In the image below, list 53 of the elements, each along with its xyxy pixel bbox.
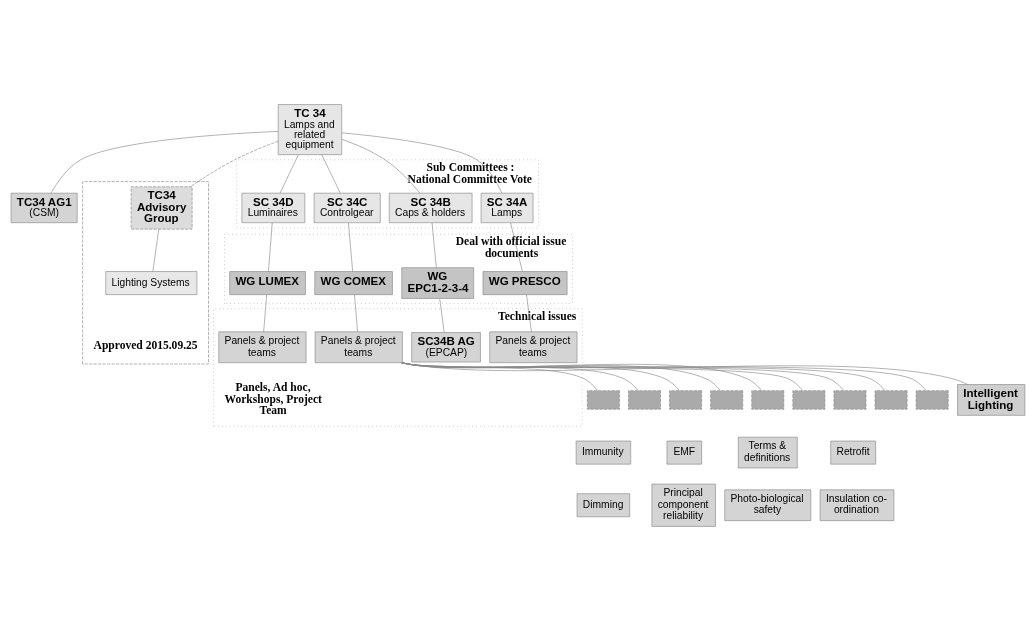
connector	[321, 154, 341, 194]
node-label: Approved 2015.09.25	[93, 339, 198, 352]
node-box: WG EPC1-2-3-4	[401, 267, 474, 299]
connector	[348, 222, 353, 272]
node-box: Panels & project teams	[314, 331, 403, 363]
node-box	[628, 390, 661, 410]
node-box: SC 34D Luminaires	[241, 192, 306, 224]
node-box	[669, 390, 702, 410]
node-box: Terms & definitions	[737, 436, 798, 469]
connector	[510, 222, 523, 272]
node-box: Retrofit	[830, 440, 876, 465]
connector	[401, 362, 968, 385]
connector	[526, 294, 532, 333]
node-box: SC 34A Lamps	[480, 192, 534, 224]
node-box: TC34 AG1 (CSM)	[10, 192, 78, 224]
node-box	[751, 390, 785, 410]
cluster	[82, 181, 209, 365]
node-label: Panels, Ad hoc, Workshops, Project Team	[224, 381, 322, 417]
node-box	[833, 390, 867, 410]
node-box	[874, 390, 908, 410]
node-box	[710, 390, 744, 410]
node-box: Dimming	[576, 493, 631, 518]
node-box: Insulation co-ordination	[819, 489, 895, 521]
node-box: SC 34C Controlgear	[313, 192, 381, 224]
node-box: Panels & project teams	[489, 331, 578, 363]
connector	[268, 222, 273, 272]
node-box: Lighting Systems	[105, 271, 198, 295]
node-box: SC34B AG (EPCAP)	[411, 332, 481, 363]
node-box: TC34 Advisory Group	[130, 186, 193, 230]
connector	[354, 294, 358, 333]
node-box: Panels & project teams	[218, 331, 307, 363]
node-box: EMF	[666, 440, 702, 465]
connector	[341, 139, 421, 194]
node-box: Principal component reliability	[651, 483, 716, 527]
node-box: WG PRESCO	[482, 271, 568, 295]
connector	[439, 298, 445, 333]
node-box	[792, 390, 826, 410]
node-box: Photo-biological safety	[724, 489, 812, 521]
node-box: WG COMEX	[314, 271, 393, 295]
connector	[279, 154, 299, 194]
connector	[50, 131, 279, 194]
node-box	[587, 390, 620, 410]
node-box: Immunity	[575, 440, 631, 465]
connector	[152, 228, 160, 272]
connector	[190, 140, 279, 188]
node-box	[915, 390, 949, 410]
node-box: Intelligent Lighting	[957, 384, 1026, 416]
connector	[341, 132, 503, 194]
node-box: WG LUMEX	[229, 271, 306, 295]
node-box: SC 34B Caps & holders	[388, 192, 473, 224]
node-box: TC 34 Lamps and related equipment	[277, 104, 343, 155]
connector	[431, 222, 437, 268]
connector	[263, 294, 267, 333]
